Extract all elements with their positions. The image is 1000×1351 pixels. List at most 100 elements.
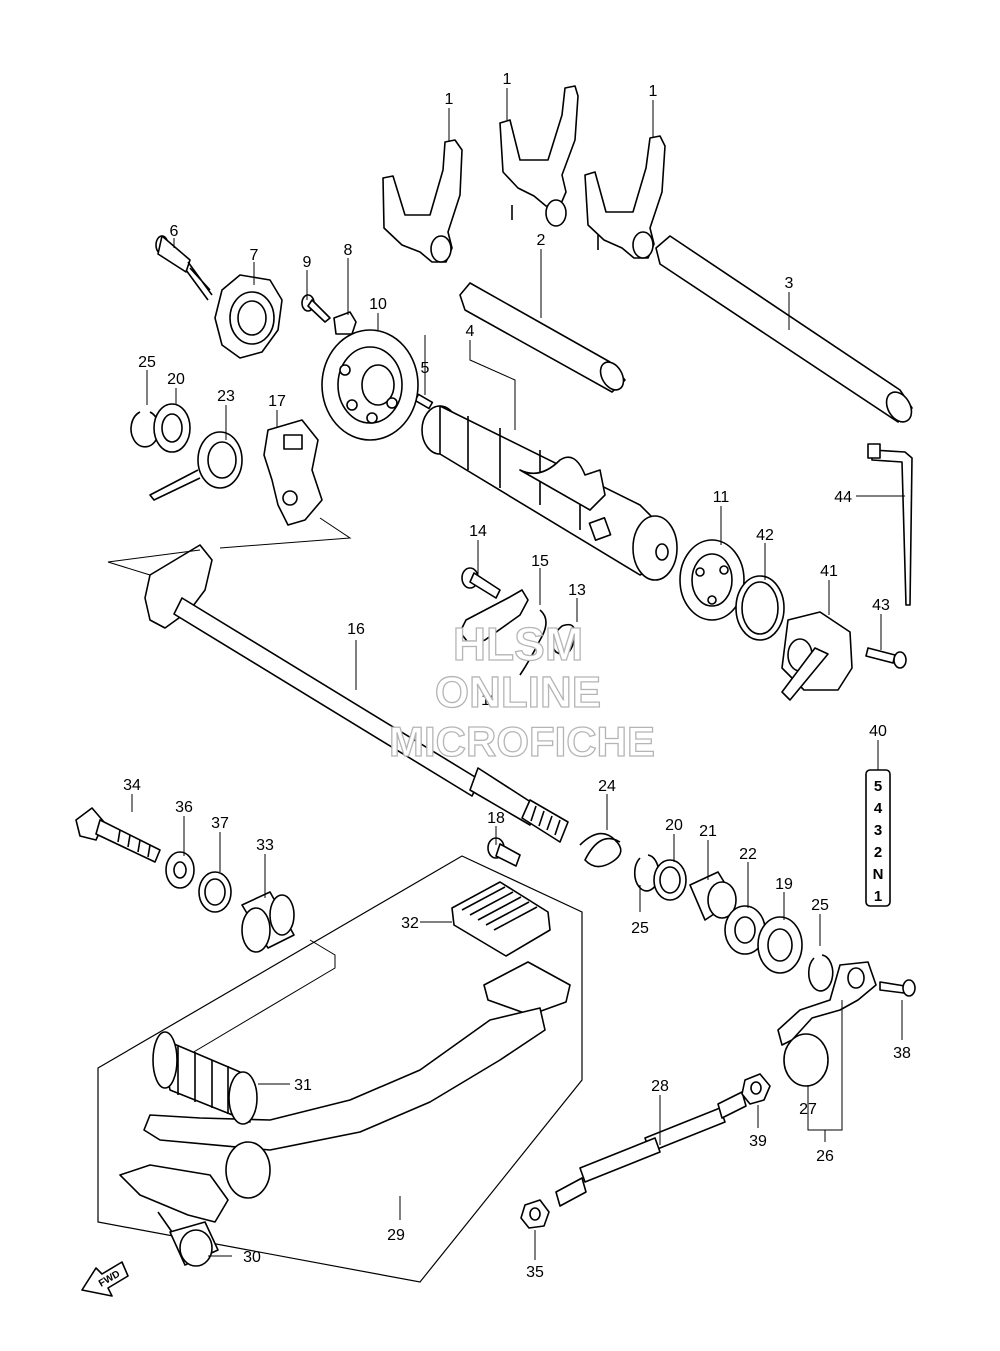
callout-28: 28 xyxy=(651,1078,669,1095)
callout-29: 29 xyxy=(387,1227,405,1244)
callout-3: 3 xyxy=(785,275,794,292)
gear-label-2: 2 xyxy=(874,844,882,861)
rod-end-30 xyxy=(157,1211,219,1267)
gear-position-switch xyxy=(781,611,853,701)
nut-39 xyxy=(741,1073,771,1105)
callout-labels: 1 1 1 2 3 4 5 6 7 8 9 10 11 12 13 14 15 … xyxy=(123,71,911,1281)
callout-41: 41 xyxy=(820,563,838,580)
shift-fork-right xyxy=(584,135,666,259)
gear-label-1: 1 xyxy=(874,888,882,905)
gearshift-lever-29 xyxy=(119,1007,546,1223)
callout-17: 17 xyxy=(268,393,286,410)
gear-label-3: 3 xyxy=(874,822,882,839)
assembly-box xyxy=(97,855,583,1283)
watermark-line-1: HLSM xyxy=(453,618,583,670)
spring-15 xyxy=(519,609,547,676)
callout-14: 14 xyxy=(469,523,487,540)
callout-24: 24 xyxy=(598,778,616,795)
callout-39: 39 xyxy=(749,1133,767,1150)
gear-label-5: 5 xyxy=(874,778,882,795)
callout-16: 16 xyxy=(347,621,365,638)
bolt-34 xyxy=(75,807,161,863)
needle-bearing-21 xyxy=(689,871,737,921)
pedal-rubber-32 xyxy=(451,881,551,957)
cam-driven-plate xyxy=(263,419,323,526)
callout-36: 36 xyxy=(175,799,193,816)
bearing-11 xyxy=(679,539,745,621)
wire-clamp-44 xyxy=(867,443,913,606)
callout-10: 10 xyxy=(369,296,387,313)
callout-15: 15 xyxy=(531,553,549,570)
callout-43: 43 xyxy=(872,597,890,614)
circlip-25-right xyxy=(807,954,834,992)
gear-indicator-stack: 5 4 3 2 N 1 xyxy=(865,769,891,907)
cam-stopper-plate xyxy=(214,274,283,359)
leader-lines xyxy=(131,88,905,1260)
circlip-25-mid xyxy=(633,854,660,892)
callout-1-left: 1 xyxy=(445,91,454,108)
callout-11: 11 xyxy=(713,489,730,506)
return-spring xyxy=(149,431,243,501)
bolt-38 xyxy=(879,979,916,997)
cam-stopper-bolt xyxy=(155,235,213,301)
callout-31: 31 xyxy=(294,1077,312,1094)
callout-44: 44 xyxy=(834,489,852,506)
callout-26: 26 xyxy=(816,1148,834,1165)
callout-6: 6 xyxy=(170,223,179,240)
callout-9: 9 xyxy=(303,254,312,271)
callout-25-right: 25 xyxy=(811,897,829,914)
callout-38: 38 xyxy=(893,1045,911,1062)
callout-20-lower: 20 xyxy=(665,817,683,834)
foot-peg-rubber-31 xyxy=(152,1031,258,1125)
callout-25-middle: 25 xyxy=(631,920,649,937)
callout-13: 13 xyxy=(568,582,586,599)
shift-fork-center xyxy=(499,85,579,227)
seal-22 xyxy=(724,905,766,955)
pedal-plate xyxy=(483,961,571,1016)
spacer-33 xyxy=(241,891,295,953)
callout-8: 8 xyxy=(344,242,353,259)
callout-5: 5 xyxy=(421,360,430,377)
callout-1-center: 1 xyxy=(503,71,512,88)
callout-19: 19 xyxy=(775,876,793,893)
callout-22: 22 xyxy=(739,846,757,863)
lock-washer xyxy=(333,311,357,335)
gear-label-4: 4 xyxy=(874,800,883,817)
fork-shaft-long xyxy=(655,235,913,423)
watermark-line-2: ONLINE xyxy=(435,668,601,717)
callout-30: 30 xyxy=(243,1249,261,1266)
callout-12: 12 xyxy=(481,692,499,709)
bolt-43 xyxy=(865,647,907,669)
shift-arm-plate xyxy=(459,589,529,646)
callout-1-right: 1 xyxy=(649,83,658,100)
shift-rod-28 xyxy=(555,1091,747,1207)
shift-fork-left xyxy=(382,139,463,263)
callout-23: 23 xyxy=(217,388,235,405)
callout-33: 33 xyxy=(256,837,274,854)
shift-lever-26 xyxy=(777,961,877,1087)
bolt-14 xyxy=(461,567,501,599)
callout-35: 35 xyxy=(526,1264,544,1281)
callout-18: 18 xyxy=(487,810,505,827)
callout-25-upper: 25 xyxy=(138,354,156,371)
callout-37: 37 xyxy=(211,815,229,832)
callout-42: 42 xyxy=(756,527,774,544)
cam-bearing xyxy=(321,329,419,441)
callout-20-upper: 20 xyxy=(167,371,185,388)
callout-4: 4 xyxy=(466,323,475,340)
callout-32: 32 xyxy=(401,915,419,932)
spring-13 xyxy=(551,623,576,656)
gear-label-n: N xyxy=(873,866,884,883)
fork-shaft-short xyxy=(459,282,626,393)
callout-21: 21 xyxy=(699,823,717,840)
watermark: HLSM ONLINE MICROFICHE xyxy=(388,617,655,765)
callout-40: 40 xyxy=(869,723,887,740)
screw-small xyxy=(301,294,331,323)
stopper-bolt-18 xyxy=(487,837,521,867)
gearshift-cam xyxy=(421,405,678,581)
nut-35 xyxy=(520,1199,550,1229)
callout-7: 7 xyxy=(250,247,259,264)
watermark-line-3: MICROFICHE xyxy=(389,718,655,765)
fwd-arrow-icon: FWD xyxy=(81,1261,129,1297)
